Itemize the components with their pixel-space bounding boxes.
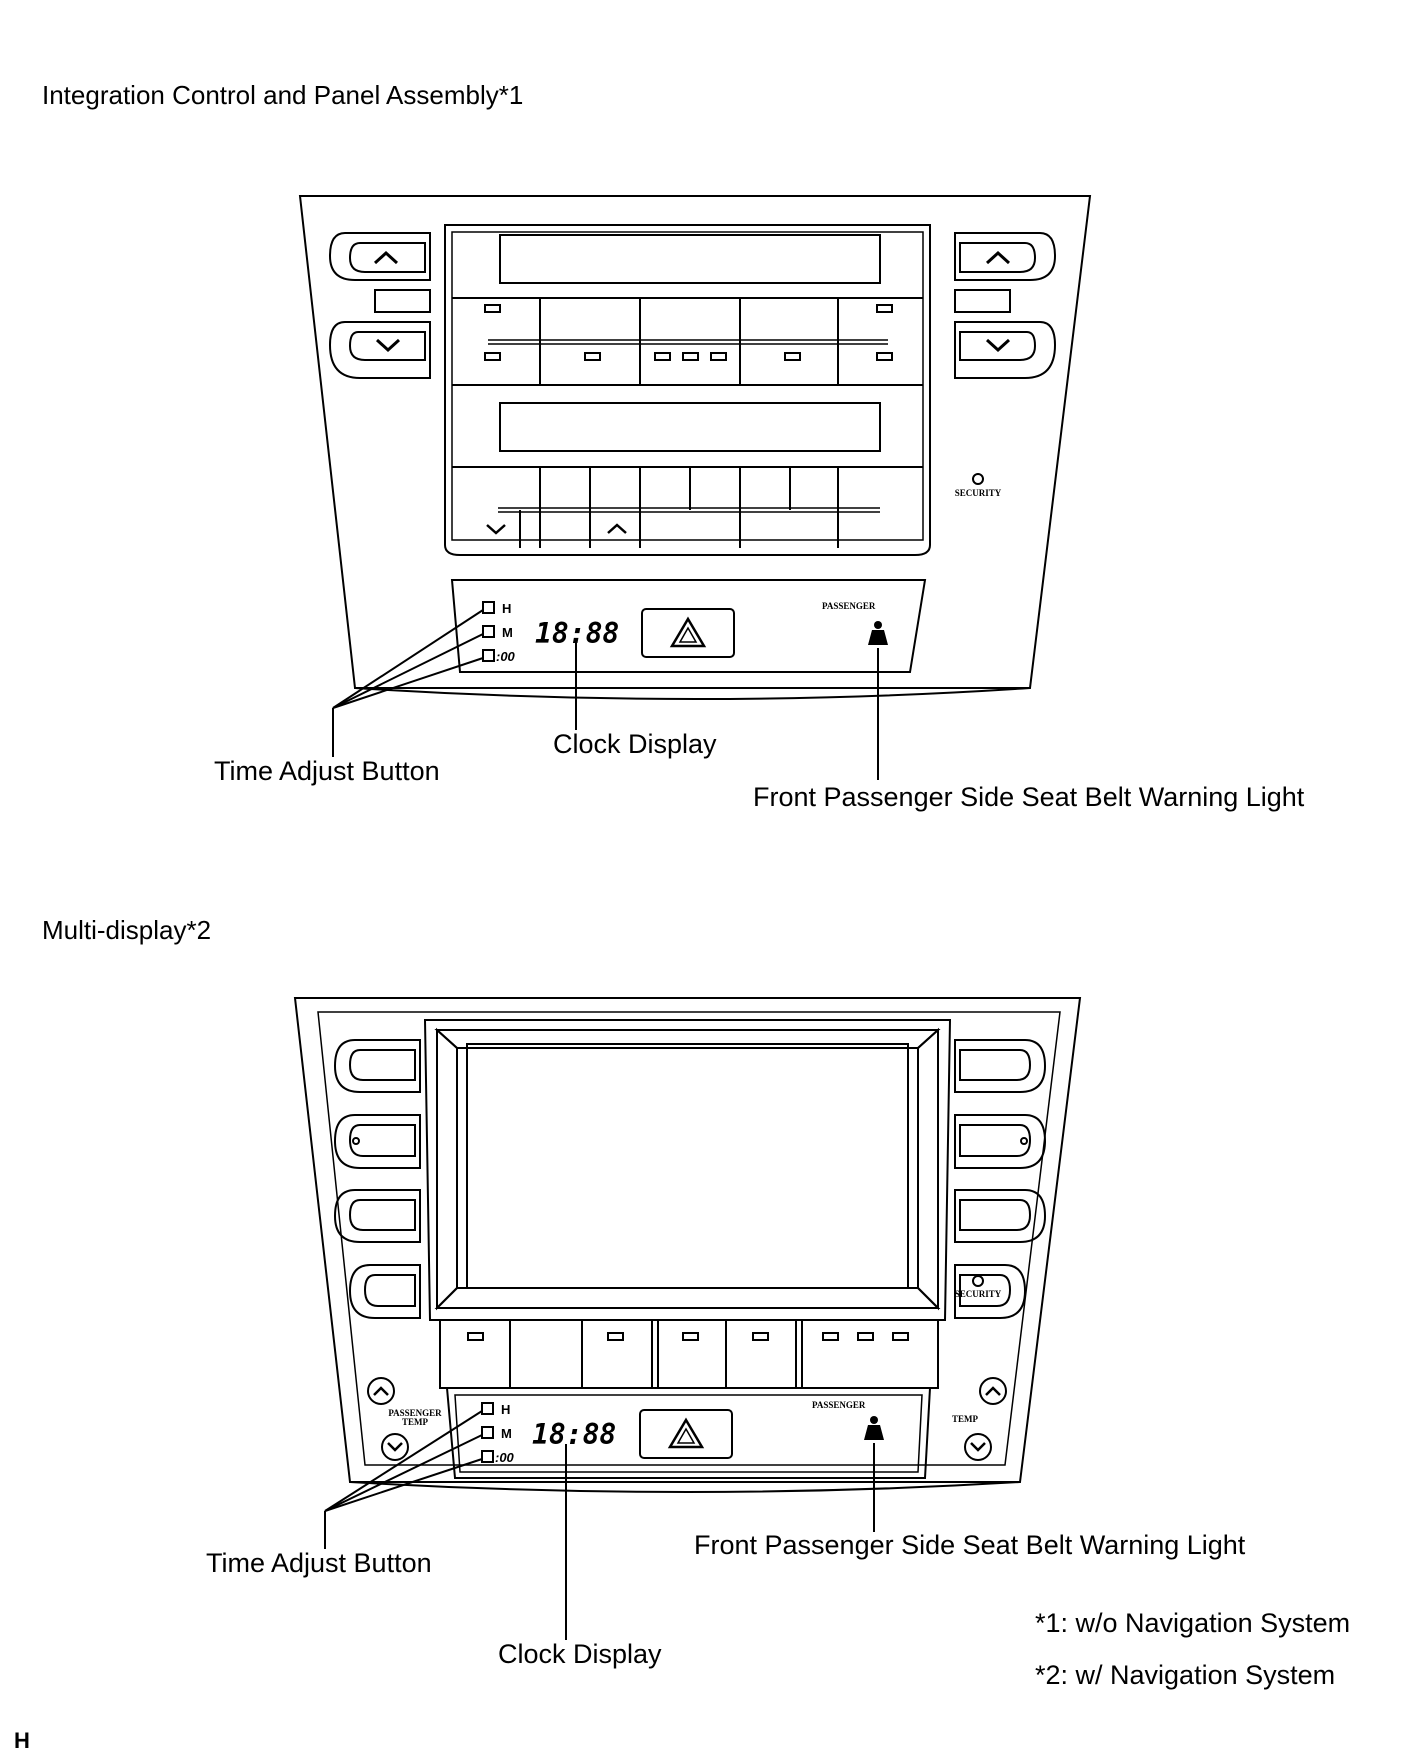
panel2-time-adjust-label: Time Adjust Button xyxy=(206,1548,432,1578)
panel-2: SECURITY PASSENGER TEMP TEMP xyxy=(293,997,1082,1640)
panel2-clock-display-label: Clock Display xyxy=(498,1639,662,1669)
panel2-zero-button-label: :00 xyxy=(495,1450,515,1465)
panel2-left-buttons xyxy=(333,1039,421,1319)
footnote-1: *1: w/o Navigation System xyxy=(1035,1608,1351,1638)
panel-1: SECURITY H M :00 18:88 PASSENGER xyxy=(298,195,1092,780)
panel2-seatbelt-warning-label: Front Passenger Side Seat Belt Warning L… xyxy=(694,1530,1246,1560)
panel1-clock-display-label: Clock Display xyxy=(553,729,717,759)
corner-mark: H xyxy=(14,1728,30,1753)
panel2-temp-label: TEMP xyxy=(952,1414,979,1424)
panel2-passenger-temp-line2: TEMP xyxy=(402,1417,429,1427)
footnote-2: *2: w/ Navigation System xyxy=(1035,1660,1336,1690)
panel1-seatbelt-icon xyxy=(868,621,888,645)
panel2-right-buttons xyxy=(954,1039,1047,1319)
panel1-time-adjust-label: Time Adjust Button xyxy=(214,756,440,786)
panel1-security-label: SECURITY xyxy=(955,488,1002,498)
panel2-passenger-temp-line1: PASSENGER xyxy=(388,1408,442,1418)
panel2-security-label: SECURITY xyxy=(955,1289,1002,1299)
panel2-seatbelt-icon xyxy=(864,1416,884,1440)
section1-title: Integration Control and Panel Assembly*1 xyxy=(42,80,524,110)
panel1-seatbelt-warning-label: Front Passenger Side Seat Belt Warning L… xyxy=(753,782,1305,812)
panel2-passenger-label: PASSENGER xyxy=(812,1400,866,1410)
section2-title: Multi-display*2 xyxy=(42,915,212,945)
panel1-hour-button-label: H xyxy=(502,601,511,616)
panel1-minute-button-label: M xyxy=(502,625,513,640)
panel1-zero-button-label: :00 xyxy=(496,649,516,664)
panel1-clock-readout: 18:88 xyxy=(535,617,619,650)
panel2-clock-readout: 18:88 xyxy=(532,1418,616,1451)
panel2-minute-button-label: M xyxy=(501,1426,512,1441)
panel2-hour-button-label: H xyxy=(501,1402,510,1417)
panel1-passenger-label: PASSENGER xyxy=(822,601,876,611)
